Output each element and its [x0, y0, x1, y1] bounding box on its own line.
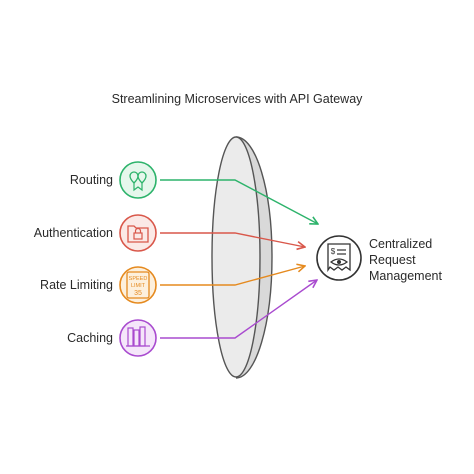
rate-limiting-label: Rate Limiting	[40, 278, 113, 292]
svg-text:$: $	[331, 247, 336, 256]
caching-connector	[160, 280, 317, 339]
lock-folder-icon	[119, 214, 157, 252]
diagram-title: Streamlining Microservices with API Gate…	[111, 92, 363, 106]
result-line-3: Management	[369, 269, 442, 283]
routing-connector	[160, 179, 318, 224]
svg-text:35: 35	[134, 290, 142, 297]
result-line-2: Request	[369, 253, 416, 267]
receipt-eye-icon: $	[316, 235, 362, 281]
svg-text:SPEED: SPEED	[129, 276, 148, 282]
map-pins-icon	[119, 161, 157, 199]
result-line-1: Centralized	[369, 237, 433, 251]
caching-label: Caching	[67, 331, 113, 345]
centralized-request-management-label: Centralized Request Management	[369, 236, 442, 284]
authentication-connector	[160, 232, 305, 247]
lens-icon	[211, 136, 273, 379]
speed-limit-sign-icon: SPEED LIMIT 35	[119, 266, 157, 304]
svg-text:LIMIT: LIMIT	[131, 283, 146, 289]
authentication-label: Authentication	[33, 226, 113, 240]
rate-limiting-connector	[160, 266, 305, 286]
routing-label: Routing	[69, 173, 113, 187]
storage-books-icon	[119, 319, 157, 357]
